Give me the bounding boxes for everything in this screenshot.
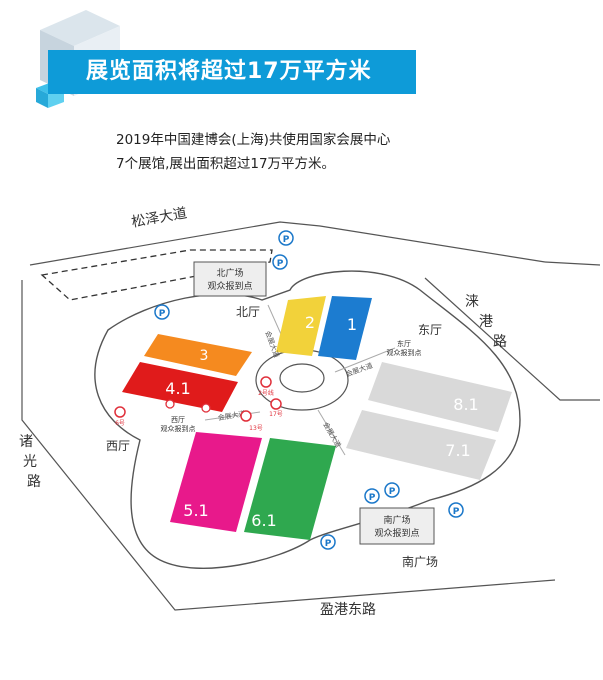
east-checkin-label-1: 东厅 <box>397 339 411 348</box>
parking-label: P <box>325 539 332 549</box>
road-line-north <box>29 221 546 266</box>
parking-icon-2: P <box>272 254 288 270</box>
parking-label: P <box>389 487 396 497</box>
description-line-2: 7个展馆,展出面积超过17万平方米。 <box>116 156 336 172</box>
east-lobby-label: 东厅 <box>418 323 442 337</box>
metro-marker-extra-2 <box>201 403 211 413</box>
hall-label-5-1: 5.1 <box>183 501 208 520</box>
parking-icon-7: P <box>448 502 464 518</box>
west-checkin-label-2: 观众报到点 <box>161 424 196 433</box>
hall-label-4-1: 4.1 <box>165 379 190 398</box>
hall-label-2: 2 <box>305 313 315 332</box>
hall-label-6-1: 6.1 <box>251 511 276 530</box>
description-line-1: 2019年中国建博会(上海)共使用国家会展中心 <box>116 132 391 148</box>
south-plaza-checkin-label: 观众报到点 <box>374 527 419 539</box>
hall-label-3: 3 <box>200 348 209 364</box>
road-line-east <box>424 277 600 401</box>
metro-label-line6: 6号 <box>115 420 125 427</box>
hall-3[interactable] <box>144 334 252 376</box>
hall-label-1: 1 <box>347 315 357 334</box>
parking-label: P <box>283 235 290 245</box>
north-lobby-label: 北厅 <box>236 305 260 319</box>
metro-icon <box>260 376 272 388</box>
parking-icon-3: P <box>154 304 170 320</box>
metro-icon <box>240 410 252 422</box>
north-boundary-dashed <box>40 249 273 301</box>
road-name-east-1: 涞 <box>465 294 479 310</box>
parking-label: P <box>369 493 376 503</box>
central-plaza-inner <box>279 363 325 393</box>
road-line-sw <box>21 280 556 611</box>
metro-label-line17: 17号 <box>269 411 283 418</box>
hall-7-1[interactable] <box>346 410 496 480</box>
parking-label: P <box>159 309 166 319</box>
hall-4-1[interactable] <box>122 362 238 412</box>
hall-5-1[interactable] <box>170 432 262 532</box>
parking-label: P <box>277 259 284 269</box>
parking-icon-6: P <box>384 482 400 498</box>
road-name-south: 盈港东路 <box>320 602 376 618</box>
parking-icon-4: P <box>320 534 336 550</box>
west-lobby-label: 西厅 <box>106 439 130 453</box>
metro-icon <box>165 399 175 409</box>
road-name-west-3: 路 <box>27 474 41 490</box>
title-banner <box>48 50 416 94</box>
metro-icon <box>114 406 126 418</box>
parking-label: P <box>453 507 460 517</box>
north-plaza-box <box>193 261 267 297</box>
avenue-band-east <box>334 347 396 373</box>
metro-label-line13: 13号 <box>249 425 263 432</box>
hall-2[interactable] <box>276 296 326 356</box>
metro-marker-line17: 17号 <box>269 398 283 418</box>
metro-label-line2: 2号线 <box>258 389 274 397</box>
parking-icon-5: P <box>364 488 380 504</box>
road-name-east-3: 路 <box>493 334 507 350</box>
metro-marker-extra-1 <box>165 399 175 409</box>
road-line-ne <box>544 261 601 266</box>
north-plaza-checkin-label: 观众报到点 <box>207 280 252 292</box>
west-checkin-label-1: 西厅 <box>171 416 185 424</box>
metro-marker-line13: 13号 <box>240 410 263 432</box>
road-name-west-1: 诸 <box>19 434 33 450</box>
parking-icon-1: P <box>278 230 294 246</box>
hall-1[interactable] <box>318 296 372 360</box>
hall-8-1[interactable] <box>368 362 512 432</box>
hall-label-7-1: 7.1 <box>445 441 470 460</box>
road-name-west-2: 光 <box>23 454 37 470</box>
metro-icon <box>201 403 211 413</box>
hall-label-8-1: 8.1 <box>453 395 478 414</box>
avenue-band-south <box>317 409 346 456</box>
south-lobby-label: 南广场 <box>402 554 438 569</box>
road-name-east-2: 港 <box>479 314 493 330</box>
road-name-north: 松泽大道 <box>130 205 188 230</box>
metro-marker-line2: 2号线 <box>258 376 274 397</box>
hall-6-1[interactable] <box>244 438 336 540</box>
metro-marker-line6: 6号 <box>114 406 126 427</box>
east-checkin-label-2: 观众报到点 <box>387 348 422 357</box>
north-plaza-label: 北广场 <box>216 267 243 279</box>
metro-icon <box>270 398 282 410</box>
south-plaza-box <box>359 507 435 545</box>
page-title: 展览面积将超过17万平方米 <box>86 59 372 84</box>
south-plaza-label: 南广场 <box>383 514 410 526</box>
